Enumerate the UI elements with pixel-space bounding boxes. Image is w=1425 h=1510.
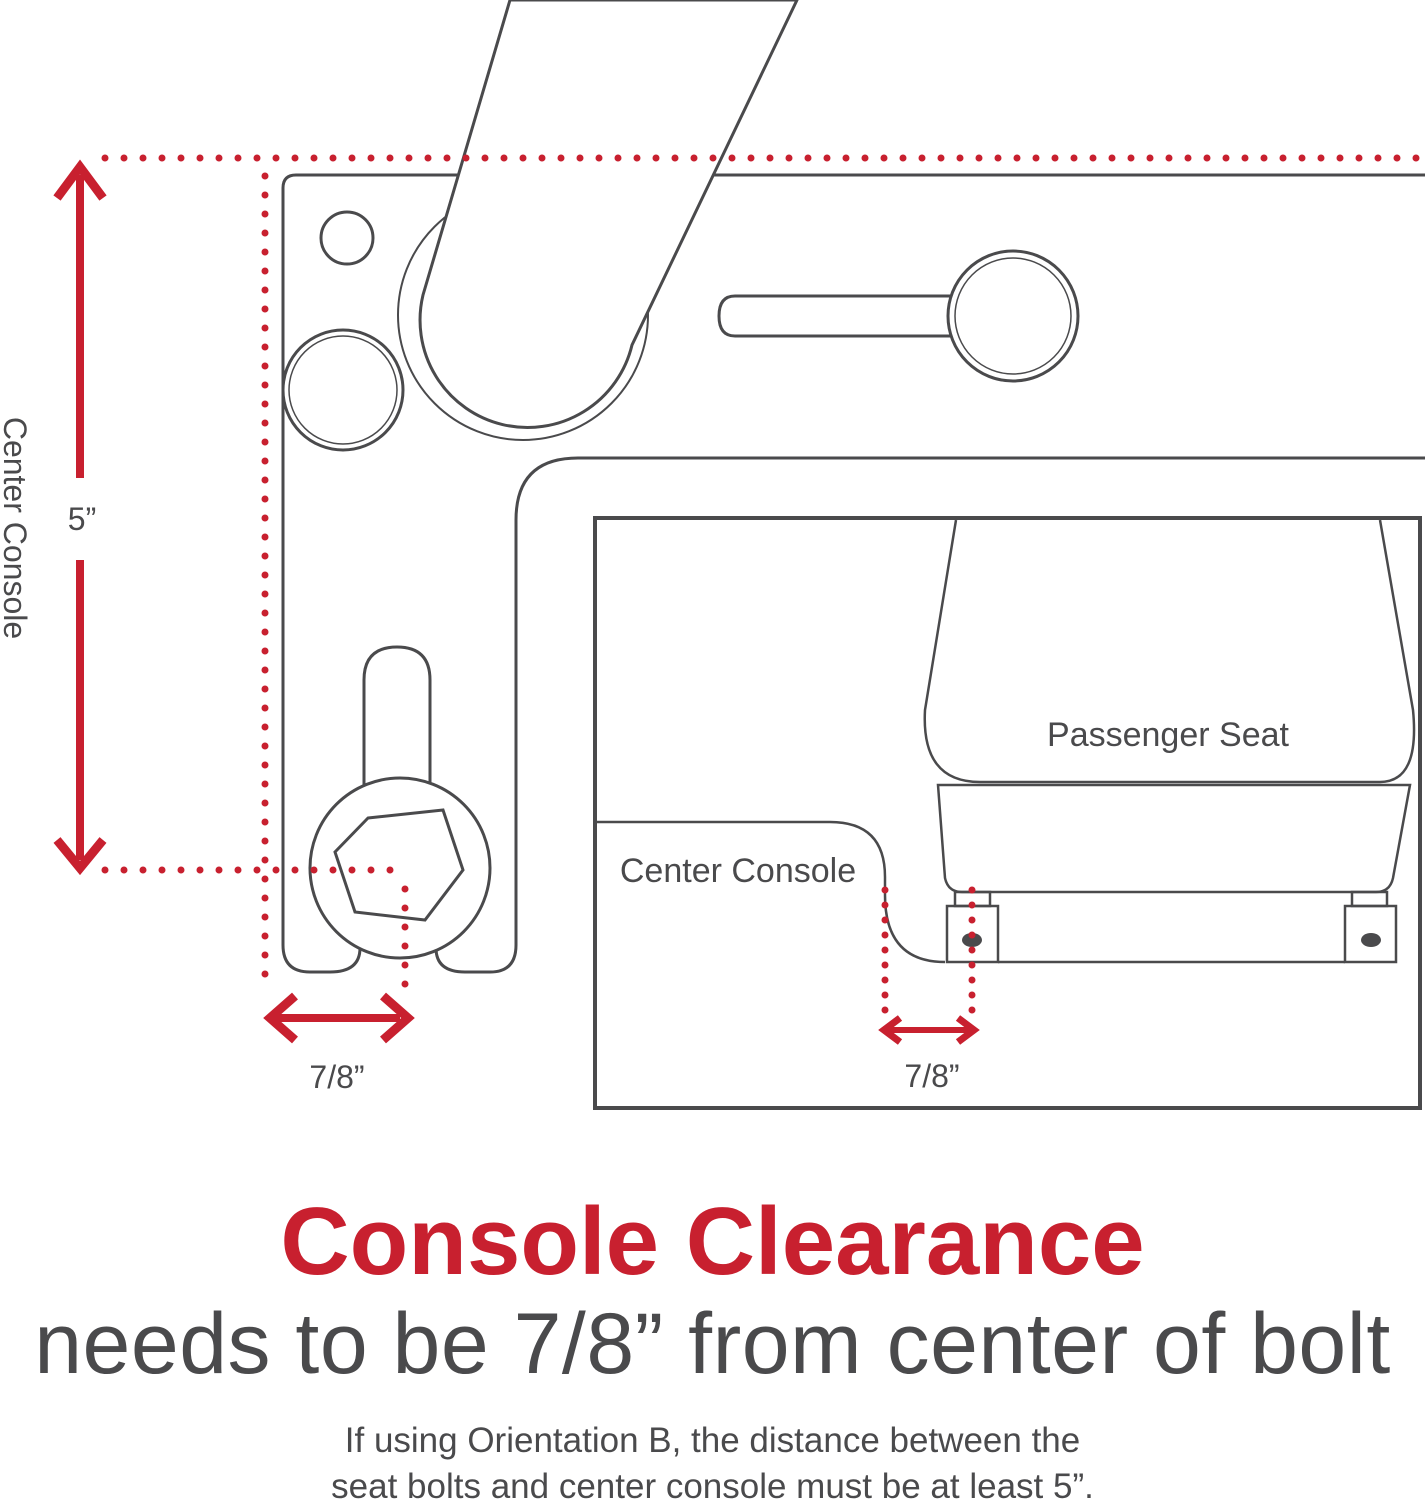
bottom-dimension-arrow [263, 992, 415, 1044]
inset-measure-guides [881, 886, 976, 1016]
hex-bolt-icon [333, 808, 465, 922]
inset-dimension-arrow [878, 1015, 980, 1045]
note-line-1: If using Orientation B, the distance bet… [344, 1421, 1081, 1460]
inset-measure-label: 7/8” [904, 1058, 959, 1094]
note-line-2: seat bolts and center console must be at… [331, 1467, 1094, 1506]
seat-bolt-icon [962, 933, 982, 947]
subline: needs to be 7/8” from center of bolt [34, 1296, 1391, 1392]
vertical-measure-label: 5” [68, 501, 96, 537]
passenger-seat-label: Passenger Seat [1047, 716, 1289, 754]
headline: Console Clearance [280, 1188, 1145, 1295]
inset-frame [593, 516, 1422, 1110]
orientation-note: If using Orientation B, the distance bet… [0, 1418, 1425, 1510]
bottom-measure-label: 7/8” [309, 1059, 364, 1095]
center-console-side-label: Center Console [0, 417, 33, 639]
seat-bolt-icon [1361, 933, 1381, 947]
mounting-arm [418, 0, 799, 429]
center-console-label: Center Console [620, 852, 856, 890]
bolt-slot [308, 645, 492, 960]
mounting-diagram: 5” Center Console 7/8” Passenger Seat Ce… [0, 0, 1425, 1110]
center-console-shape [597, 820, 946, 964]
vertical-dimension-arrow [53, 159, 107, 876]
measure-guides [101, 154, 1425, 989]
plate-slot-top [717, 249, 1080, 383]
plate-hole-left [281, 328, 405, 452]
plate-hole-small [319, 210, 375, 266]
